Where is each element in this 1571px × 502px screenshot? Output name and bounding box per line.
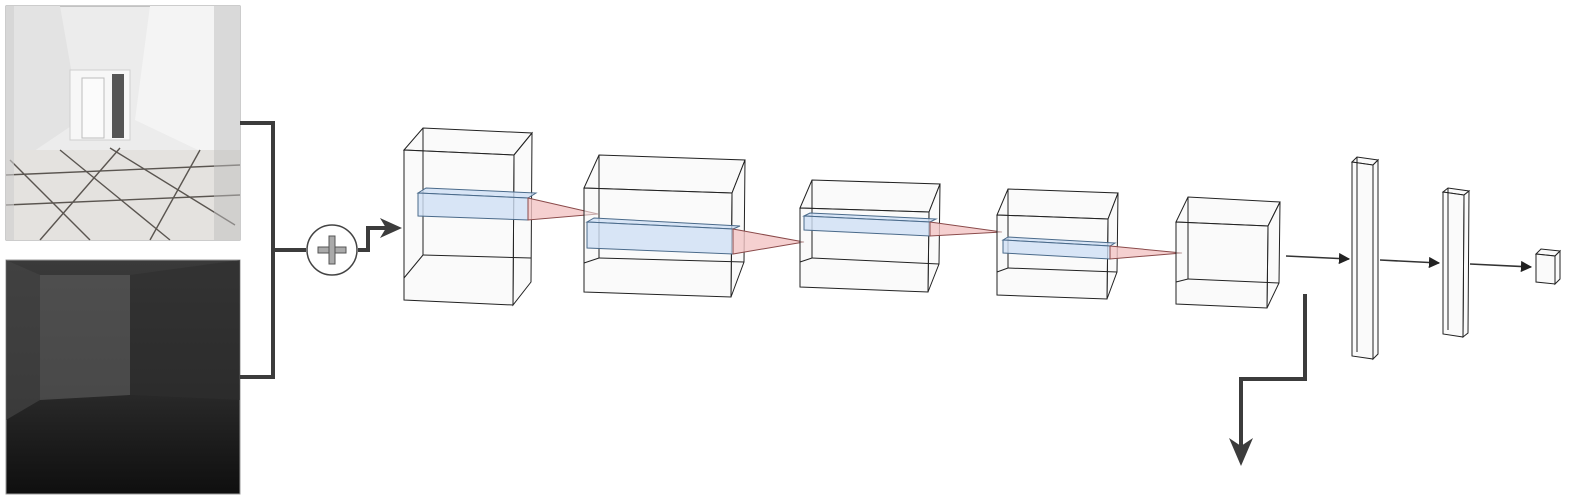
conv-block-5 bbox=[1175, 196, 1281, 309]
fc-layer-2 bbox=[1441, 187, 1471, 339]
arrow-to-fc-1 bbox=[1285, 252, 1351, 265]
conv-block-3 bbox=[799, 179, 1003, 293]
arrow-to-fc-2 bbox=[1379, 256, 1441, 269]
input-connectors bbox=[240, 121, 306, 379]
fusion-arrow bbox=[358, 218, 402, 252]
rgb-input-image bbox=[5, 5, 241, 241]
branch-output-arrow bbox=[1229, 294, 1307, 466]
depth-input-image bbox=[5, 259, 241, 495]
conv-kernel-4 bbox=[1001, 236, 1183, 260]
output-node bbox=[1534, 248, 1562, 286]
conv-block-4 bbox=[996, 188, 1183, 300]
conv-block-2 bbox=[583, 154, 805, 298]
fusion-plus-icon bbox=[306, 224, 358, 276]
conv-kernel-3 bbox=[802, 212, 1003, 237]
conv-kernel-2 bbox=[585, 217, 805, 255]
conv-kernel-1 bbox=[416, 187, 599, 221]
arrow-to-output bbox=[1469, 260, 1533, 273]
fc-layer-1 bbox=[1350, 156, 1380, 361]
conv-block-1 bbox=[402, 127, 599, 307]
